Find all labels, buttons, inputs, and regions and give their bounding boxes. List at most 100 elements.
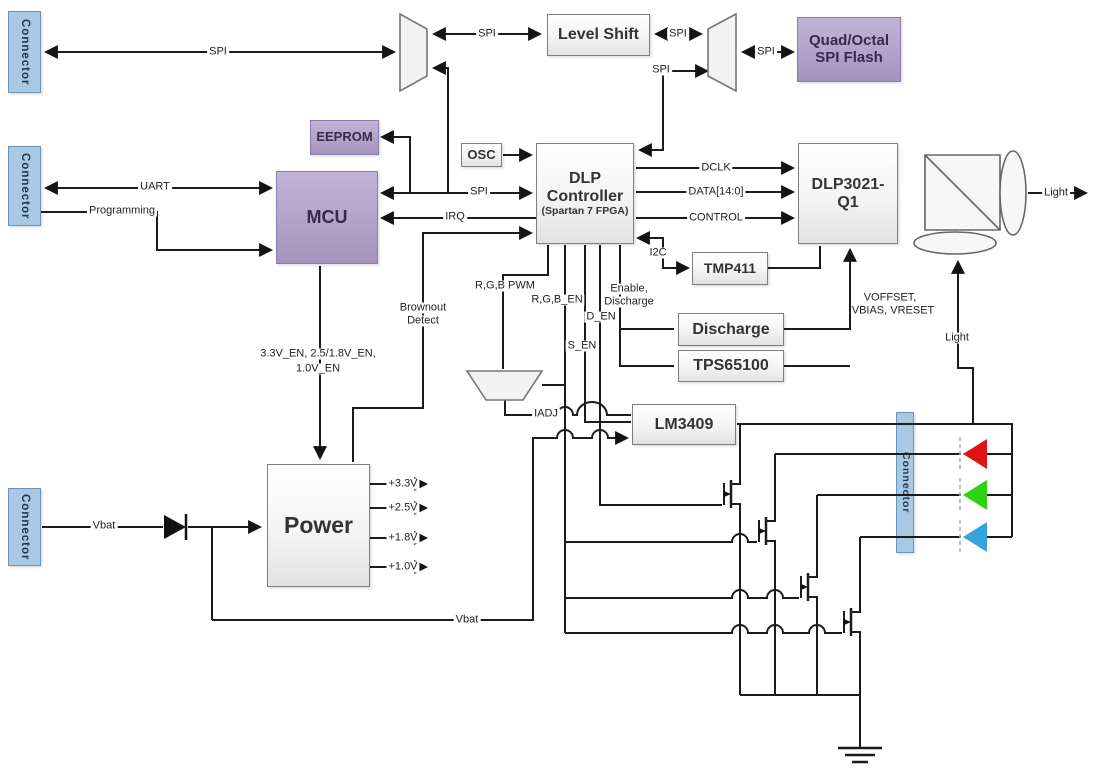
- label-d-en: D_EN: [584, 310, 618, 323]
- discharge-label: Discharge: [692, 320, 770, 338]
- label-brownout-1: Brownout: [397, 301, 449, 314]
- label-iadj: IADJ: [532, 407, 560, 420]
- block-dlp-controller: DLP Controller (Spartan 7 FPGA): [536, 143, 634, 244]
- lens-collector: [913, 231, 997, 255]
- mosfet-q2: [758, 517, 768, 545]
- block-level-shift: Level Shift: [547, 14, 650, 56]
- wire-eeprom: [379, 130, 411, 193]
- label-spi-ls-mux: SPI: [667, 27, 689, 40]
- label-i2c: I2C: [647, 246, 669, 259]
- label-vbat-bus: Vbat: [453, 613, 481, 626]
- wire-vbat-bus: [212, 429, 630, 621]
- wire-mux-spi-tap: [431, 61, 449, 193]
- dlp-controller-subtitle: (Spartan 7 FPGA): [541, 204, 629, 217]
- ground-symbol: [838, 746, 882, 764]
- block-power: Power: [267, 464, 370, 587]
- label-rail-1v0: +1.0V: [386, 560, 420, 573]
- connector-label: Connector: [899, 451, 912, 514]
- label-brownout-2: Detect: [405, 314, 441, 327]
- dlp3021-line2: Q1: [837, 193, 859, 211]
- label-spi-mux-ls: SPI: [476, 27, 498, 40]
- prism-diagonal: [924, 154, 1001, 231]
- label-light-out: Light: [1042, 186, 1070, 199]
- osc-label: OSC: [467, 146, 496, 162]
- label-irq: IRQ: [443, 210, 467, 223]
- connector-vbat: Connector: [8, 488, 41, 566]
- wire-led-bus: [737, 423, 1013, 537]
- label-enable-1: Enable,: [608, 282, 650, 295]
- level-shift-label: Level Shift: [558, 26, 639, 44]
- label-enable-2: Discharge: [602, 295, 656, 308]
- block-mcu: MCU: [276, 171, 378, 264]
- label-rgb-en: R,G,B_EN: [529, 293, 585, 306]
- mosfet-q1: [723, 480, 733, 508]
- wire-gate-q2: [565, 533, 757, 543]
- block-discharge: Discharge: [678, 313, 784, 346]
- label-voffset-1: VOFFSET,: [863, 291, 917, 304]
- wire-d-en-gate: [599, 245, 722, 506]
- wire-iadj: [504, 400, 631, 416]
- wire-brownout: [352, 226, 534, 462]
- label-voffset-2: VBIAS, VRESET: [851, 304, 935, 317]
- led-green-triangle: [963, 480, 987, 510]
- wire-s-en: [584, 245, 631, 423]
- connector-label: Connector: [18, 18, 31, 86]
- label-programming: Programming: [86, 204, 158, 217]
- led-red: [959, 437, 987, 471]
- wire-light-leds: [951, 259, 974, 425]
- label-en-rails-2: 1.0V_EN: [293, 362, 343, 375]
- connector-label: Connector: [18, 493, 31, 561]
- label-control: CONTROL: [687, 211, 745, 224]
- mux-spi-left: [399, 12, 428, 93]
- wire-spi-dlp-mux2: [637, 64, 710, 157]
- lm3409-label: LM3409: [654, 415, 714, 433]
- connector-uart: Connector: [8, 146, 41, 226]
- wire-rgb-pwm: [502, 245, 549, 369]
- block-dlp3021: DLP3021- Q1: [798, 143, 898, 244]
- led-blue-triangle: [963, 522, 987, 552]
- label-spi-mcu: SPI: [468, 185, 490, 198]
- dlp-controller-line1: DLP: [569, 169, 601, 187]
- block-spi-flash: Quad/Octal SPI Flash: [797, 17, 901, 82]
- tmp411-label: TMP411: [703, 259, 757, 276]
- wire-programming: [41, 211, 274, 257]
- label-en-rails-1: 3.3V_EN, 2.5/1.8V_EN,: [258, 347, 378, 360]
- connector-label: Connector: [18, 152, 31, 220]
- block-tmp411: TMP411: [692, 252, 768, 285]
- dlp-controller-line2: Controller: [546, 187, 624, 205]
- connector-spi: Connector: [8, 11, 41, 93]
- label-light-leds: Light: [943, 331, 971, 344]
- label-uart: UART: [138, 180, 172, 193]
- label-rail-3v3: +3.3V: [386, 477, 420, 490]
- led-blue: [959, 520, 987, 554]
- block-lm3409: LM3409: [632, 404, 736, 445]
- tps65100-label: TPS65100: [693, 357, 769, 375]
- mux-pwm: [465, 370, 544, 401]
- mosfet-q4: [843, 608, 853, 636]
- wire-tmp-dmd: [768, 246, 821, 269]
- label-spi-mux-flash: SPI: [755, 45, 777, 58]
- eeprom-label: EEPROM: [316, 129, 373, 145]
- wire-gate-q3: [565, 589, 799, 599]
- mux-spi-right: [707, 12, 737, 93]
- wire-ground-bus: [740, 694, 861, 747]
- label-spi-connector: SPI: [207, 45, 229, 58]
- wire-gate-q4: [565, 624, 842, 634]
- led-red-triangle: [963, 439, 987, 469]
- dlp3021-line1: DLP3021-: [811, 175, 885, 193]
- label-data: DATA[14:0]: [686, 185, 746, 198]
- power-label: Power: [283, 511, 354, 538]
- diode-symbol: [164, 514, 188, 540]
- label-vbat-in: Vbat: [90, 519, 118, 532]
- label-s-en: S_EN: [565, 339, 599, 352]
- wire-q4-ds: [851, 537, 861, 695]
- label-dclk: DCLK: [699, 161, 733, 174]
- spi-flash-line1: Quad/Octal: [808, 31, 890, 49]
- spi-flash-line2: SPI Flash: [815, 48, 883, 66]
- wire-q2-ds: [766, 454, 776, 695]
- optics: [913, 150, 1027, 255]
- wire-led-anodes: [987, 453, 1012, 538]
- connector-led-strip: Connector: [896, 412, 914, 553]
- mosfet-q3: [800, 573, 810, 601]
- block-eeprom: EEPROM: [310, 120, 379, 155]
